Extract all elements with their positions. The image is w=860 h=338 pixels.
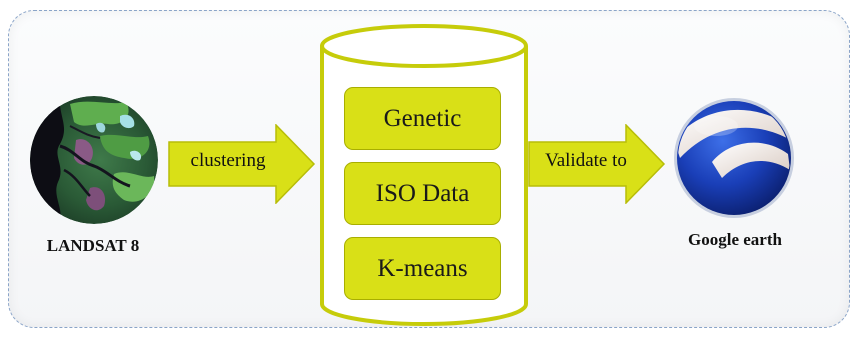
clustering-label: clustering	[190, 150, 266, 171]
google-earth-label: Google earth	[688, 230, 782, 249]
google-earth-globe-icon	[672, 96, 796, 220]
method-genetic: Genetic	[344, 87, 501, 150]
validate-arrow	[528, 123, 666, 209]
clustering-arrow	[168, 123, 316, 209]
validate-label: Validate to	[545, 150, 627, 171]
method-k-means: K-means	[344, 237, 501, 300]
method-iso-data: ISO Data	[344, 162, 501, 225]
landsat-satellite-image	[30, 96, 158, 224]
landsat-label: LANDSAT 8	[46, 236, 140, 255]
